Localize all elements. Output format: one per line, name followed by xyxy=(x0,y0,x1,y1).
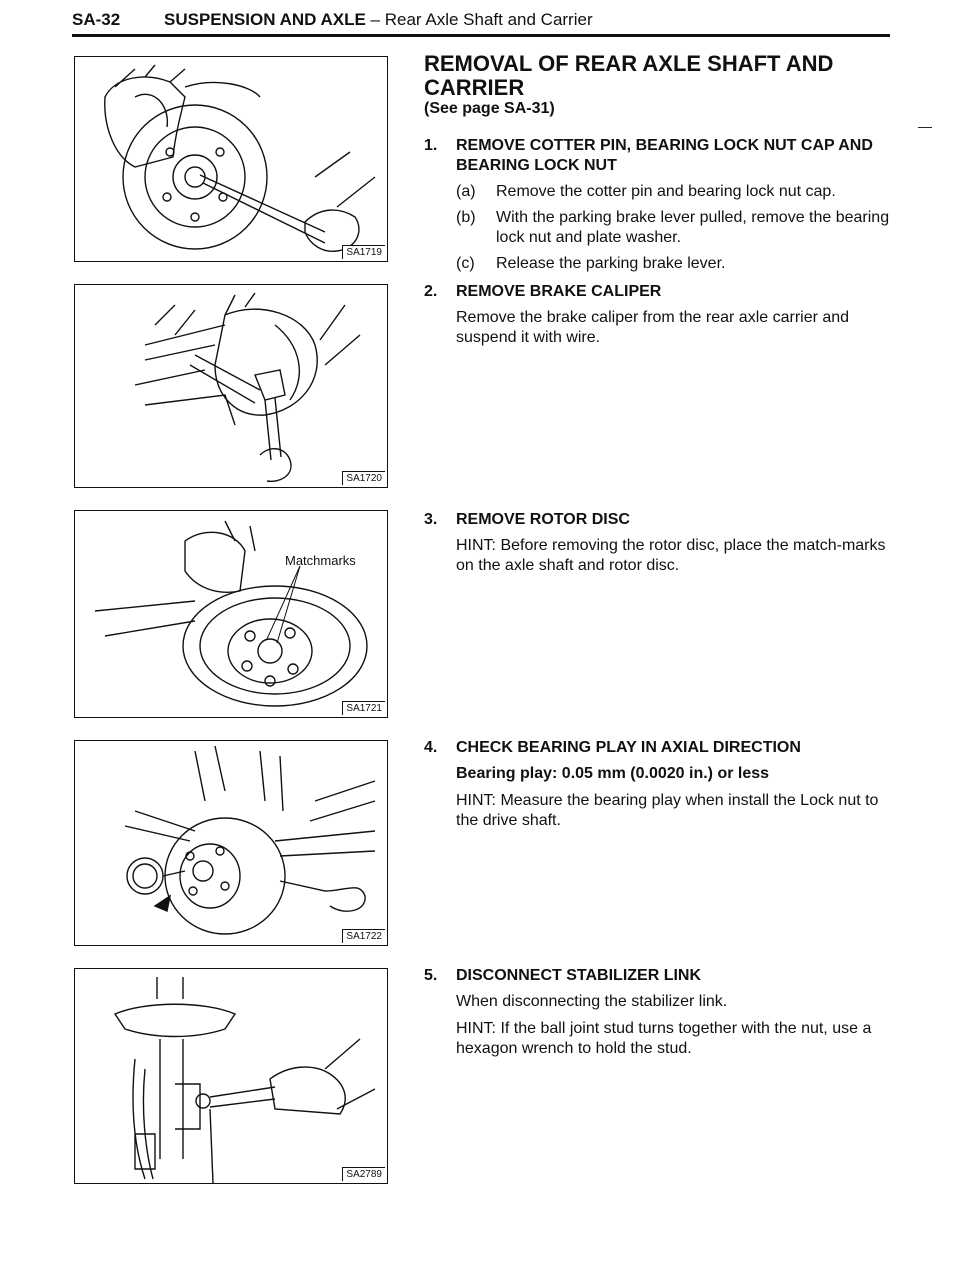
step-1c: (c) Release the parking brake lever. xyxy=(456,254,900,274)
figure-2-brake-caliper: SA1720 xyxy=(74,284,388,488)
figure-4-illustration xyxy=(124,745,376,935)
step-heading: REMOVE COTTER PIN, BEARING LOCK NUT CAP … xyxy=(456,137,873,174)
figure-code: SA2789 xyxy=(342,1167,385,1181)
section-name: SUSPENSION AND AXLE xyxy=(164,10,366,29)
figure-5-stabilizer-link: SA2789 xyxy=(74,968,388,1184)
step-number: 5. xyxy=(424,967,438,984)
margin-mark: — xyxy=(918,118,932,134)
step-1a: (a) Remove the cotter pin and bearing lo… xyxy=(456,182,900,202)
matchmarks-callout: Matchmarks xyxy=(285,553,356,568)
figure-3-rotor-matchmarks: Matchmarks SA1721 xyxy=(74,510,388,718)
page-number: SA-32 xyxy=(72,10,121,29)
sub-text: With the parking brake lever pulled, rem… xyxy=(496,209,890,246)
step-body: Remove the brake caliper from the rear a… xyxy=(456,309,850,346)
figure-3-illustration xyxy=(94,520,368,707)
figure-1-illustration xyxy=(104,64,376,252)
figure-5-illustration xyxy=(113,977,376,1183)
page-header: SA-32 SUSPENSION AND AXLE – Rear Axle Sh… xyxy=(72,6,890,37)
header-separator: – xyxy=(365,10,385,29)
subsection-name: Rear Axle Shaft and Carrier xyxy=(384,10,593,29)
header-title: SUSPENSION AND AXLE – Rear Axle Shaft an… xyxy=(164,6,593,34)
figure-code: SA1722 xyxy=(342,929,385,943)
figure-code: SA1721 xyxy=(342,701,385,715)
step-heading: REMOVE BRAKE CALIPER xyxy=(456,283,662,300)
sub-label: (c) xyxy=(456,255,475,272)
sub-text: Release the parking brake lever. xyxy=(496,255,726,272)
step-2: 2. REMOVE BRAKE CALIPER Remove the brake… xyxy=(424,282,900,348)
step-hint: HINT: If the ball joint stud turns toget… xyxy=(456,1020,872,1057)
step-number: 2. xyxy=(424,283,438,300)
step-4: 4. CHECK BEARING PLAY IN AXIAL DIRECTION… xyxy=(424,738,900,831)
step-1b: (b) With the parking brake lever pulled,… xyxy=(456,208,900,248)
step-heading: DISCONNECT STABILIZER LINK xyxy=(456,967,702,984)
step-heading: REMOVE ROTOR DISC xyxy=(456,511,630,528)
figure-4-dial-indicator: SA1722 xyxy=(74,740,388,946)
see-page-reference: (See page SA-31) xyxy=(424,100,555,117)
step-number: 3. xyxy=(424,511,438,528)
section-title: REMOVAL OF REAR AXLE SHAFT AND CARRIER xyxy=(424,51,834,100)
step-1: 1. REMOVE COTTER PIN, BEARING LOCK NUT C… xyxy=(424,136,900,274)
sub-label: (b) xyxy=(456,209,476,226)
step-spec: Bearing play: 0.05 mm (0.0020 in.) or le… xyxy=(456,765,770,782)
sub-label: (a) xyxy=(456,183,476,200)
step-3: 3. REMOVE ROTOR DISC HINT: Before removi… xyxy=(424,510,900,576)
step-hint: HINT: Measure the bearing play when inst… xyxy=(456,792,879,829)
sub-text: Remove the cotter pin and bearing lock n… xyxy=(496,183,836,200)
step-hint: HINT: Before removing the rotor disc, pl… xyxy=(456,537,886,574)
step-number: 1. xyxy=(424,137,438,154)
figure-1-hub-nut-removal: SA1719 xyxy=(74,56,388,262)
step-number: 4. xyxy=(424,739,438,756)
figure-code: SA1719 xyxy=(342,245,385,259)
step-body: When disconnecting the stabilizer link. xyxy=(456,993,728,1010)
step-5: 5. DISCONNECT STABILIZER LINK When disco… xyxy=(424,966,900,1059)
figure-2-illustration xyxy=(134,292,361,482)
step-heading: CHECK BEARING PLAY IN AXIAL DIRECTION xyxy=(456,739,801,756)
figure-code: SA1720 xyxy=(342,471,385,485)
